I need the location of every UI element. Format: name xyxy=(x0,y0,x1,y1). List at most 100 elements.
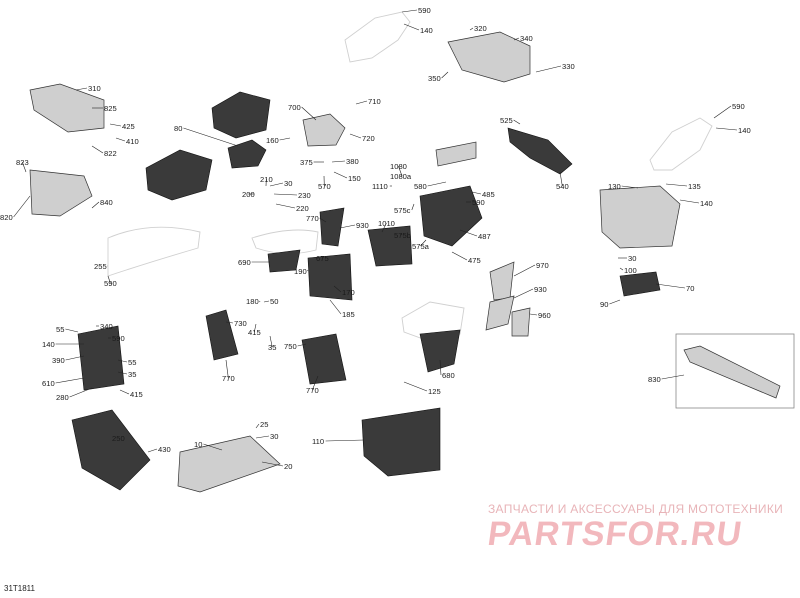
diagram-code: 31T1811 xyxy=(4,584,35,593)
leader-line xyxy=(261,461,284,467)
callout-590: 590 xyxy=(732,102,745,111)
leader-line xyxy=(91,201,100,209)
callout-770: 770 xyxy=(306,386,319,395)
callout-415: 415 xyxy=(130,390,143,399)
leader-line xyxy=(319,217,327,223)
callout-970: 970 xyxy=(536,261,549,270)
leader-line xyxy=(65,355,85,361)
callout-1110: 1110 xyxy=(372,182,388,191)
detail-box xyxy=(675,333,795,409)
callout-750: 750 xyxy=(284,342,297,351)
leader-line xyxy=(329,299,342,315)
leader-line xyxy=(69,387,93,398)
leader-line xyxy=(225,321,234,324)
leader-line xyxy=(203,443,223,451)
callout-700: 700 xyxy=(288,103,301,112)
leader-line xyxy=(325,439,365,442)
callout-70: 70 xyxy=(686,284,694,293)
leader-line xyxy=(715,127,738,131)
leader-line xyxy=(441,71,449,79)
callout-770: 770 xyxy=(222,374,235,383)
callout-330: 330 xyxy=(562,62,575,71)
callout-770: 770 xyxy=(306,214,319,223)
leader-line xyxy=(312,375,319,391)
leader-line xyxy=(529,313,538,316)
callout-185: 185 xyxy=(342,310,355,319)
leader-line xyxy=(469,27,474,31)
leader-line xyxy=(75,87,88,91)
callout-90: 90 xyxy=(600,300,608,309)
callout-140: 140 xyxy=(700,199,713,208)
leader-line xyxy=(535,65,562,73)
callout-80: 80 xyxy=(174,124,182,133)
leader-line xyxy=(459,229,478,237)
callout-825: 825 xyxy=(104,104,117,113)
callout-375: 375 xyxy=(300,158,313,167)
leader-line xyxy=(420,239,427,247)
callout-610: 610 xyxy=(42,379,55,388)
callout-255: 255 xyxy=(94,262,107,271)
callout-220: 220 xyxy=(296,204,309,213)
callout-55: 55 xyxy=(56,325,64,334)
leader-line xyxy=(22,161,27,173)
leader-line xyxy=(255,423,260,429)
leader-line xyxy=(183,127,239,147)
callout-690: 690 xyxy=(238,258,251,267)
callout-710: 710 xyxy=(368,97,381,106)
callout-350: 350 xyxy=(428,74,441,83)
callout-487: 487 xyxy=(478,232,491,241)
leader-line xyxy=(339,224,356,229)
leader-line xyxy=(619,267,624,271)
callout-930: 930 xyxy=(356,221,369,230)
leader-line xyxy=(381,222,387,233)
leader-line xyxy=(665,183,688,187)
callout-100: 100 xyxy=(624,266,637,275)
callout-190: 190 xyxy=(294,267,307,276)
callout-415: 415 xyxy=(248,328,261,337)
leader-line xyxy=(439,359,442,376)
callout-170: 170 xyxy=(342,288,355,297)
leader-line xyxy=(513,264,536,277)
callout-1080: 1080 xyxy=(390,162,407,171)
leader-line xyxy=(119,389,130,395)
callout-10: 10 xyxy=(194,440,202,449)
callout-430: 430 xyxy=(158,445,171,454)
callout-310: 310 xyxy=(88,84,101,93)
callout-340: 340 xyxy=(100,322,113,331)
leader-line xyxy=(301,106,317,121)
leader-line xyxy=(273,193,298,196)
leader-line xyxy=(333,171,348,179)
leader-line xyxy=(297,343,307,347)
leader-line xyxy=(65,328,79,333)
leader-line xyxy=(621,185,639,189)
callout-140: 140 xyxy=(420,26,433,35)
callout-590: 590 xyxy=(472,198,485,207)
callout-180: 180 xyxy=(246,297,259,306)
callout-35: 35 xyxy=(128,370,136,379)
callout-720: 720 xyxy=(362,134,375,143)
leader-line xyxy=(399,233,403,236)
callout-200: 200 xyxy=(242,190,255,199)
leader-line xyxy=(655,283,686,289)
callout-390: 390 xyxy=(52,356,65,365)
callout-840: 840 xyxy=(100,198,113,207)
leader-line xyxy=(471,191,482,195)
callout-30: 30 xyxy=(270,432,278,441)
leader-line xyxy=(55,377,85,384)
callout-210: 210 xyxy=(260,175,273,184)
leader-line xyxy=(13,195,31,218)
leader-line xyxy=(147,448,158,453)
leader-line xyxy=(609,299,621,305)
callout-140: 140 xyxy=(42,340,55,349)
leader-line xyxy=(107,275,111,284)
callout-590: 590 xyxy=(104,279,117,288)
callout-822: 822 xyxy=(104,149,117,158)
leader-line xyxy=(355,100,368,105)
callout-20: 20 xyxy=(284,462,292,471)
callout-130: 130 xyxy=(608,182,621,191)
callout-125: 125 xyxy=(428,387,441,396)
callout-485: 485 xyxy=(482,190,495,199)
watermark-logo: PARTSFOR.RU xyxy=(485,515,745,553)
callout-320: 320 xyxy=(474,24,487,33)
leader-line xyxy=(269,335,273,348)
